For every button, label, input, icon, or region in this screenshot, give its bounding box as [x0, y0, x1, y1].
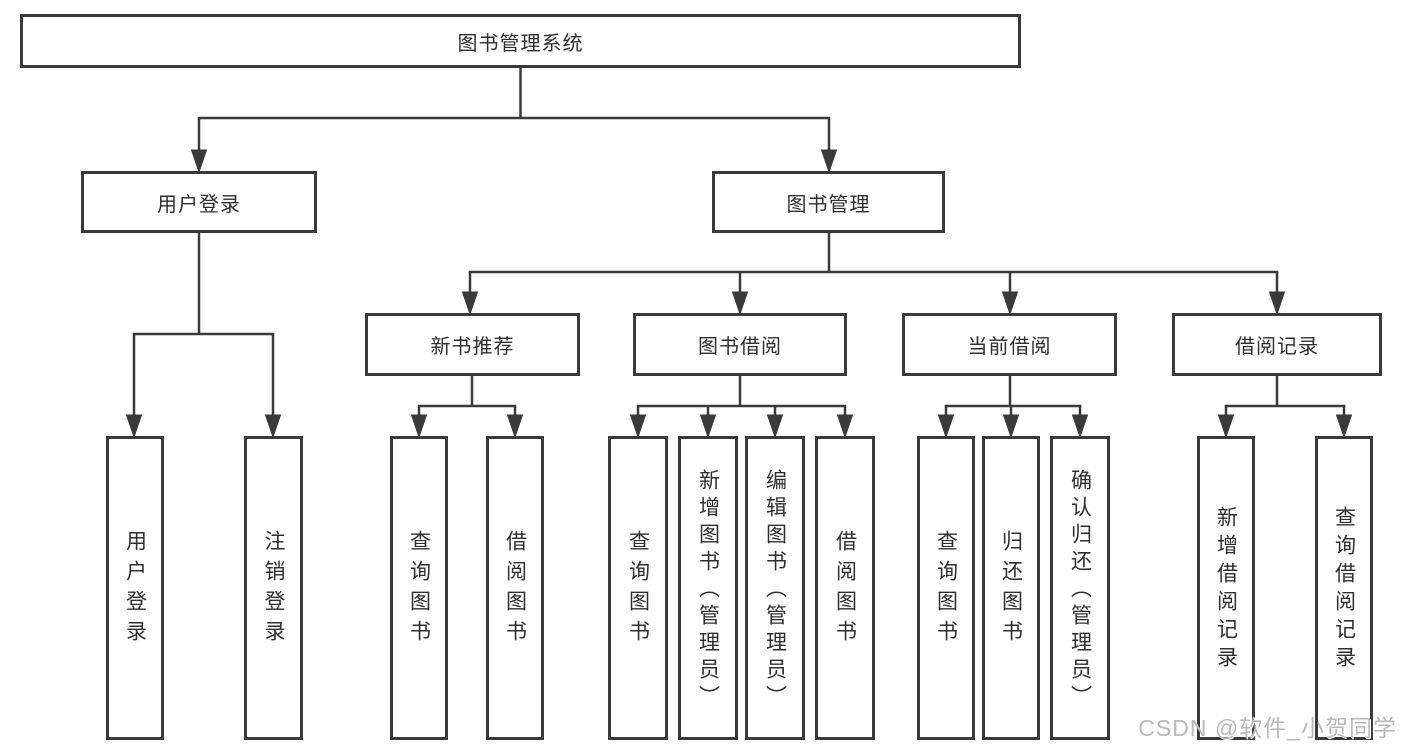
- leaf-add-borrow-record: 新增借阅记录: [1197, 436, 1255, 740]
- leaf-query-books-3-label: 查询图书: [934, 530, 958, 650]
- leaf-query-books-2-label: 查询图书: [626, 530, 650, 650]
- leaf-confirm-return-admin-label: 确认归还（管理员）: [1068, 468, 1092, 712]
- node-new-book-recommend-label: 新书推荐: [430, 336, 515, 358]
- node-current-borrowing: 当前借阅: [902, 313, 1117, 376]
- leaf-query-borrow-record: 查询借阅记录: [1315, 436, 1373, 740]
- leaf-query-borrow-record-label: 查询借阅记录: [1332, 506, 1356, 674]
- leaf-query-books-3: 查询图书: [917, 436, 975, 740]
- node-current-borrowing-label: 当前借阅: [967, 336, 1052, 358]
- leaf-return-books-label: 归还图书: [999, 530, 1023, 650]
- leaf-borrow-books-1: 借阅图书: [486, 436, 544, 740]
- node-user-login-label: 用户登录: [157, 193, 241, 216]
- leaf-edit-books-admin-label: 编辑图书（管理员）: [763, 468, 787, 712]
- leaf-user-login: 用户登录: [106, 436, 164, 740]
- node-book-management: 图书管理: [712, 171, 945, 233]
- node-root: 图书管理系统: [20, 14, 1021, 68]
- node-root-label: 图书管理系统: [457, 32, 584, 55]
- leaf-add-books-admin: 新增图书（管理员）: [678, 436, 738, 740]
- leaf-edit-books-admin: 编辑图书（管理员）: [745, 436, 805, 740]
- leaf-add-borrow-record-label: 新增借阅记录: [1214, 506, 1238, 674]
- leaf-borrow-books-2: 借阅图书: [815, 436, 875, 740]
- node-book-management-label: 图书管理: [786, 193, 871, 216]
- leaf-return-books: 归还图书: [982, 436, 1040, 740]
- leaf-query-books-1-label: 查询图书: [407, 530, 431, 650]
- node-borrow-records-label: 借阅记录: [1235, 336, 1319, 358]
- leaf-user-login-label: 用户登录: [123, 530, 147, 650]
- leaf-logout-label: 注销登录: [262, 530, 285, 650]
- node-new-book-recommend: 新书推荐: [365, 313, 580, 376]
- leaf-add-books-admin-label: 新增图书（管理员）: [696, 468, 720, 712]
- leaf-borrow-books-1-label: 借阅图书: [503, 530, 527, 650]
- leaf-query-books-1: 查询图书: [390, 436, 448, 740]
- node-book-borrowing: 图书借阅: [633, 313, 847, 376]
- leaf-logout: 注销登录: [244, 436, 303, 740]
- leaf-confirm-return-admin: 确认归还（管理员）: [1050, 436, 1110, 740]
- node-book-borrowing-label: 图书借阅: [698, 336, 782, 358]
- csdn-watermark: CSDN @软件_小贺同学: [1138, 715, 1397, 741]
- node-user-login: 用户登录: [81, 171, 317, 233]
- leaf-query-books-2: 查询图书: [608, 436, 668, 740]
- leaf-borrow-books-2-label: 借阅图书: [833, 530, 857, 650]
- node-borrow-records: 借阅记录: [1172, 313, 1382, 376]
